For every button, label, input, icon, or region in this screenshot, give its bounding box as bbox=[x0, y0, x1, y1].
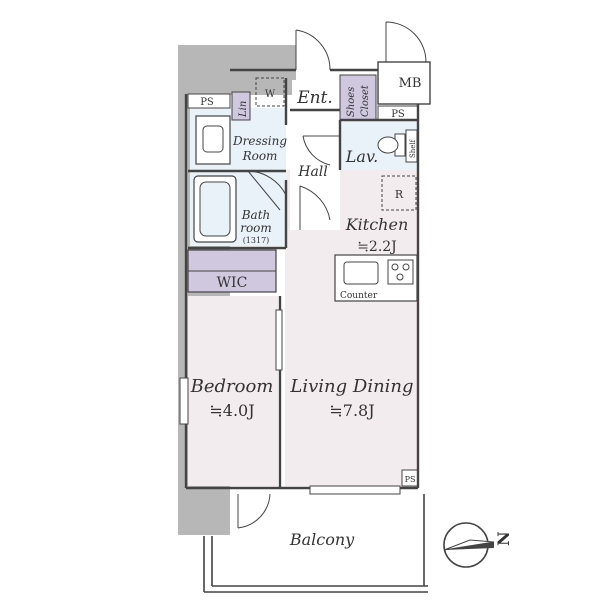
shoes-closet bbox=[339, 74, 377, 121]
living-dining-label: Living Dining bbox=[289, 376, 413, 397]
hall-label: Hall bbox=[297, 164, 328, 180]
sliding-door-bedroom bbox=[275, 309, 283, 371]
washer-space bbox=[255, 77, 285, 107]
refrigerator-space bbox=[381, 175, 417, 211]
linen-label: Lin bbox=[238, 101, 249, 118]
mb-box bbox=[377, 61, 431, 105]
bedroom-label: Bedroom bbox=[190, 376, 274, 397]
bedroom-area-label: ≒4.0J bbox=[209, 401, 254, 420]
shoes-closet-label-2: Closet bbox=[360, 84, 371, 117]
refrigerator-label: R bbox=[395, 188, 404, 201]
lavatory-label: Lav. bbox=[345, 147, 378, 166]
kitchen-area-label: ≒2.2J bbox=[357, 239, 397, 255]
bathroom-size-label: (1317) bbox=[243, 236, 270, 245]
shelf-label: Shelf bbox=[409, 138, 417, 158]
living-dining-area-label: ≒7.8J bbox=[329, 401, 374, 420]
ps-top-left-label: PS bbox=[200, 97, 214, 108]
dressing-room-label-2: Room bbox=[242, 149, 278, 163]
sliding-door-window-left bbox=[179, 377, 189, 425]
balcony bbox=[203, 494, 428, 593]
balcony-label: Balcony bbox=[289, 530, 355, 549]
ps-top-right-label: PS bbox=[391, 109, 405, 120]
bathroom-label-1: Bath bbox=[241, 208, 271, 222]
washer-label: W bbox=[265, 89, 276, 100]
floor-hall bbox=[290, 110, 340, 230]
compass-icon: N bbox=[443, 522, 513, 568]
linen-closet bbox=[231, 91, 251, 121]
compass-north-label: N bbox=[494, 531, 513, 546]
doors bbox=[237, 21, 427, 529]
mb-label: MB bbox=[399, 76, 422, 91]
balcony-window bbox=[309, 485, 401, 495]
kitchen-label: Kitchen bbox=[345, 215, 409, 234]
ps-box-top-left bbox=[187, 93, 231, 109]
ps-bottom-right-label: PS bbox=[405, 475, 416, 484]
wic-label: WIC bbox=[217, 275, 248, 291]
kitchen-sink bbox=[343, 261, 379, 285]
counter-label: Counter bbox=[340, 291, 378, 301]
bathroom-label-2: room bbox=[240, 221, 272, 235]
toilet-bowl bbox=[377, 136, 399, 154]
floor-entrance bbox=[292, 80, 340, 110]
floor-bedroom bbox=[188, 296, 278, 486]
shoes-closet-label-1: Shoes bbox=[346, 87, 357, 117]
entrance-label: Ent. bbox=[296, 88, 333, 108]
dressing-room-label-1: Dressing bbox=[232, 134, 287, 148]
